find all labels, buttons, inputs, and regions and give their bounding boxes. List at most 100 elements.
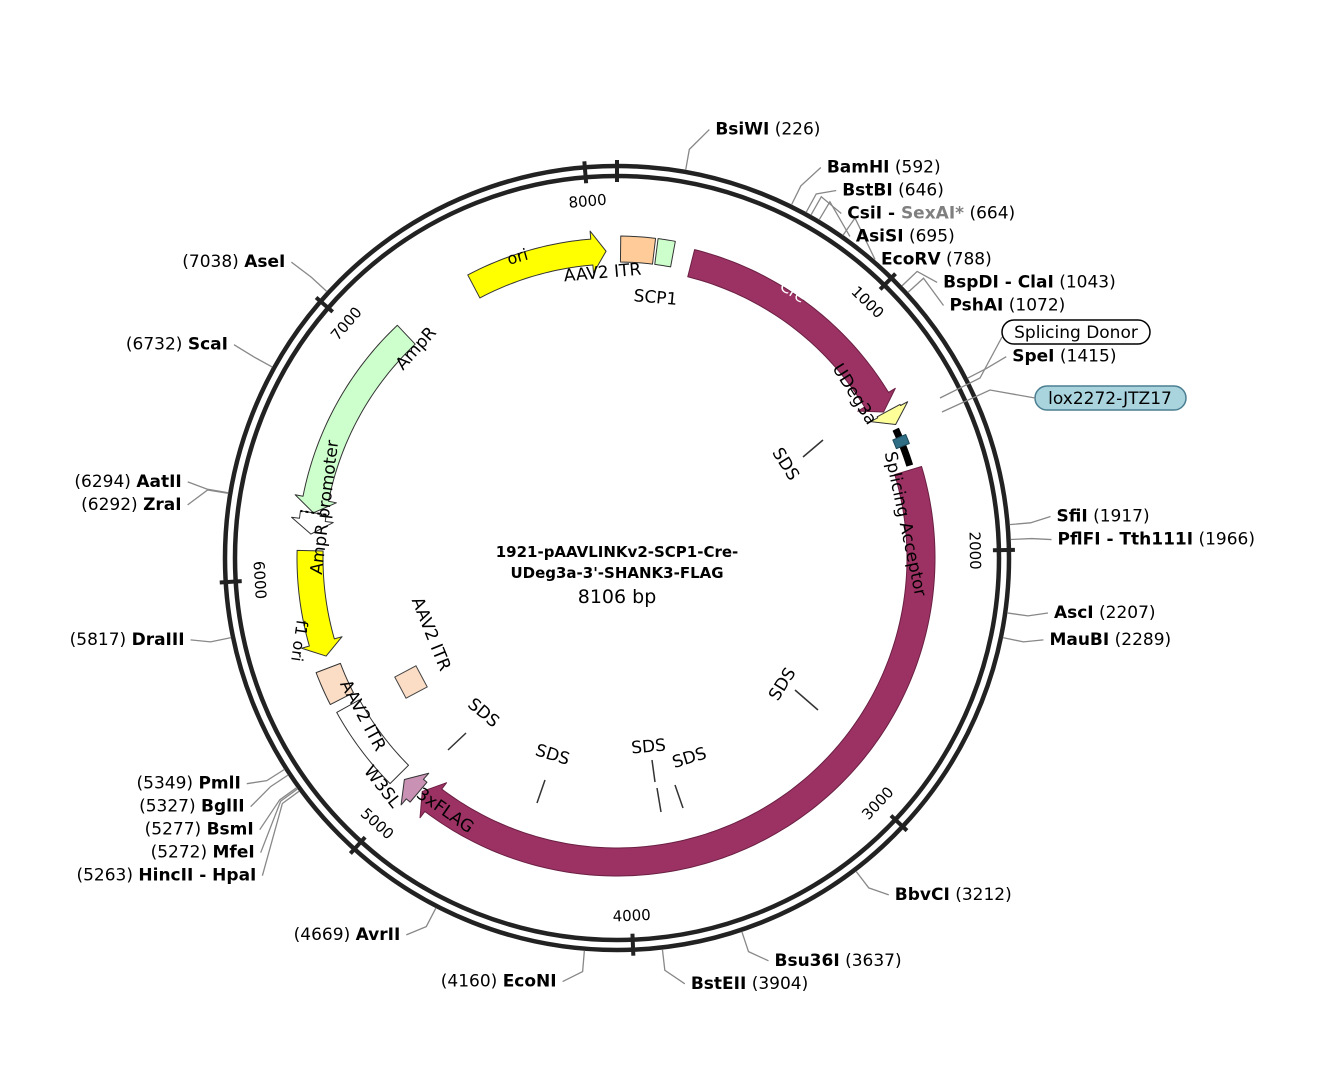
feature-ampr-7	[294, 324, 416, 514]
enzyme-leader-mfei	[260, 788, 299, 853]
sds-label-5: SDS	[533, 741, 572, 770]
enzyme-leader-bsu36i	[741, 931, 769, 962]
enzyme-name: AscI	[1054, 603, 1094, 623]
tick-label-2000: 2000	[966, 531, 985, 570]
enzyme-leader-sfii	[1009, 515, 1051, 526]
plasmid-length: 8106 bp	[578, 586, 657, 608]
enzyme-label-bamhi: BamHI (592)	[827, 157, 941, 177]
feature-lox2272-13	[892, 434, 910, 450]
enzyme-name: SfiI	[1057, 507, 1088, 527]
enzyme-leader-bstbi	[805, 189, 837, 213]
feature-aav2-itr-9	[619, 235, 657, 265]
lox2272-text: lox2272-JTZ17	[1048, 389, 1172, 409]
enzyme-leader-econi	[562, 950, 586, 983]
feature-f1-ori-5	[296, 549, 343, 657]
sds-mark-3	[674, 784, 684, 809]
enzyme-position: (1917)	[1093, 507, 1150, 527]
enzyme-name: AseI	[244, 252, 285, 272]
feature-cre-0	[687, 249, 896, 413]
sds-label-1: SDS	[768, 444, 803, 484]
enzyme-label-bglii: (5327) BglII	[139, 797, 245, 817]
enzyme-name: Bsu36I	[775, 951, 840, 971]
enzyme-name-extra: SexAI*	[901, 203, 964, 223]
enzyme-position: (5349)	[137, 774, 194, 794]
enzyme-leader-hincii-hpai	[261, 790, 300, 876]
enzyme-position: (2289)	[1115, 630, 1172, 650]
enzyme-name: BstBI	[842, 180, 893, 200]
enzyme-position: (6732)	[126, 335, 183, 355]
enzyme-leader-draiii	[190, 636, 232, 643]
enzyme-label-avrii: (4669) AvrII	[294, 925, 401, 945]
enzyme-label-scai: (6732) ScaI	[126, 335, 228, 355]
enzyme-position: (1966)	[1198, 530, 1255, 550]
splicing-donor-pill	[1001, 319, 1151, 345]
feature-udeg3a-11	[870, 401, 909, 425]
enzyme-leader-asisi	[818, 200, 851, 237]
enzyme-position: (226)	[775, 120, 821, 140]
enzyme-name: ScaI	[188, 335, 228, 355]
enzyme-position: (6294)	[74, 472, 131, 492]
enzyme-name: PflFI - Tth111I	[1058, 530, 1194, 550]
feature-scp1-10	[654, 238, 676, 268]
plasmid-name-line1: 1921-pAAVLINKv2-SCP1-Cre-	[496, 543, 739, 561]
tick-8000	[582, 161, 589, 184]
enzyme-position: (5272)	[151, 843, 208, 863]
enzyme-position: (1415)	[1060, 347, 1117, 367]
enzyme-name: BamHI	[827, 157, 890, 177]
enzyme-name: MauBI	[1049, 630, 1109, 650]
enzyme-position: (3637)	[845, 951, 902, 971]
enzyme-position: (7038)	[182, 252, 239, 272]
sds-mark-5	[536, 779, 546, 804]
enzyme-position: (5327)	[139, 797, 196, 817]
enzyme-leader-pflfi-tth111i	[1010, 537, 1052, 541]
enzyme-name: PmlI	[198, 774, 240, 794]
enzyme-label-maubi: MauBI (2289)	[1049, 630, 1171, 650]
enzyme-leader-bsteii	[661, 949, 686, 985]
feature-shank3-1	[419, 466, 936, 877]
enzyme-label-sfii: SfiI (1917)	[1057, 507, 1150, 527]
enzyme-position: (592)	[895, 157, 941, 177]
enzyme-position: (788)	[946, 249, 992, 269]
enzyme-position: (4160)	[441, 972, 498, 992]
enzyme-label-asei: (7038) AseI	[182, 252, 285, 272]
enzyme-label-mfei: (5272) MfeI	[151, 843, 255, 863]
enzyme-name: SpeI	[1012, 347, 1054, 367]
tick-label-8000: 8000	[568, 191, 608, 212]
enzyme-name: AatII	[136, 472, 181, 492]
enzyme-name: AvrII	[356, 925, 401, 945]
tick-label-6000: 6000	[250, 560, 270, 599]
boxed-leader-lines	[939, 336, 1036, 413]
enzyme-label-bspdi-clai: BspDI - ClaI (1043)	[943, 272, 1116, 292]
enzyme-label-asisi: AsiSI (695)	[856, 226, 955, 246]
splicing-donor-leader	[939, 336, 1003, 399]
feature-ori-8	[467, 230, 607, 299]
sds-label-4: SDS	[630, 736, 666, 759]
feature-w3sl-3	[336, 699, 410, 785]
enzyme-label-aatii: (6294) AatII	[74, 472, 181, 492]
enzyme-name: EcoNI	[503, 972, 557, 992]
enzyme-name: BsiWI	[715, 120, 769, 140]
enzyme-label-bsiwi: BsiWI (226)	[715, 120, 820, 140]
scp1-label: SCP1	[633, 286, 678, 310]
enzyme-leader-bamhi	[790, 167, 822, 206]
enzyme-leader-scai	[233, 344, 273, 368]
enzyme-leader-csii	[810, 195, 842, 216]
plasmid-name-line2: UDeg3a-3'-SHANK3-FLAG	[510, 564, 723, 582]
enzyme-position: (3904)	[752, 974, 809, 994]
enzyme-position: (4669)	[294, 925, 351, 945]
enzyme-name: EcoRV	[881, 249, 941, 269]
enzyme-label-pflfi-tth111i: PflFI - Tth111I (1966)	[1058, 530, 1255, 550]
splicing-donor-text: Splicing Donor	[1014, 323, 1138, 343]
sds-label-2: SDS	[765, 664, 800, 704]
enzyme-leader-ecorv	[842, 216, 876, 260]
tick-3000	[889, 814, 909, 833]
enzyme-name: MfeI	[213, 843, 255, 863]
sds-mark-1	[802, 439, 824, 458]
inner-aav2-itr-label: AAV2 ITR	[407, 594, 455, 674]
enzyme-label-bbvci: BbvCI (3212)	[895, 885, 1012, 905]
enzyme-leader-pshai	[907, 277, 945, 306]
enzyme-label-bsteii: BstEII (3904)	[691, 974, 808, 994]
enzyme-name: BspDI - ClaI	[943, 272, 1054, 292]
enzyme-leader-maubi	[1002, 636, 1044, 643]
